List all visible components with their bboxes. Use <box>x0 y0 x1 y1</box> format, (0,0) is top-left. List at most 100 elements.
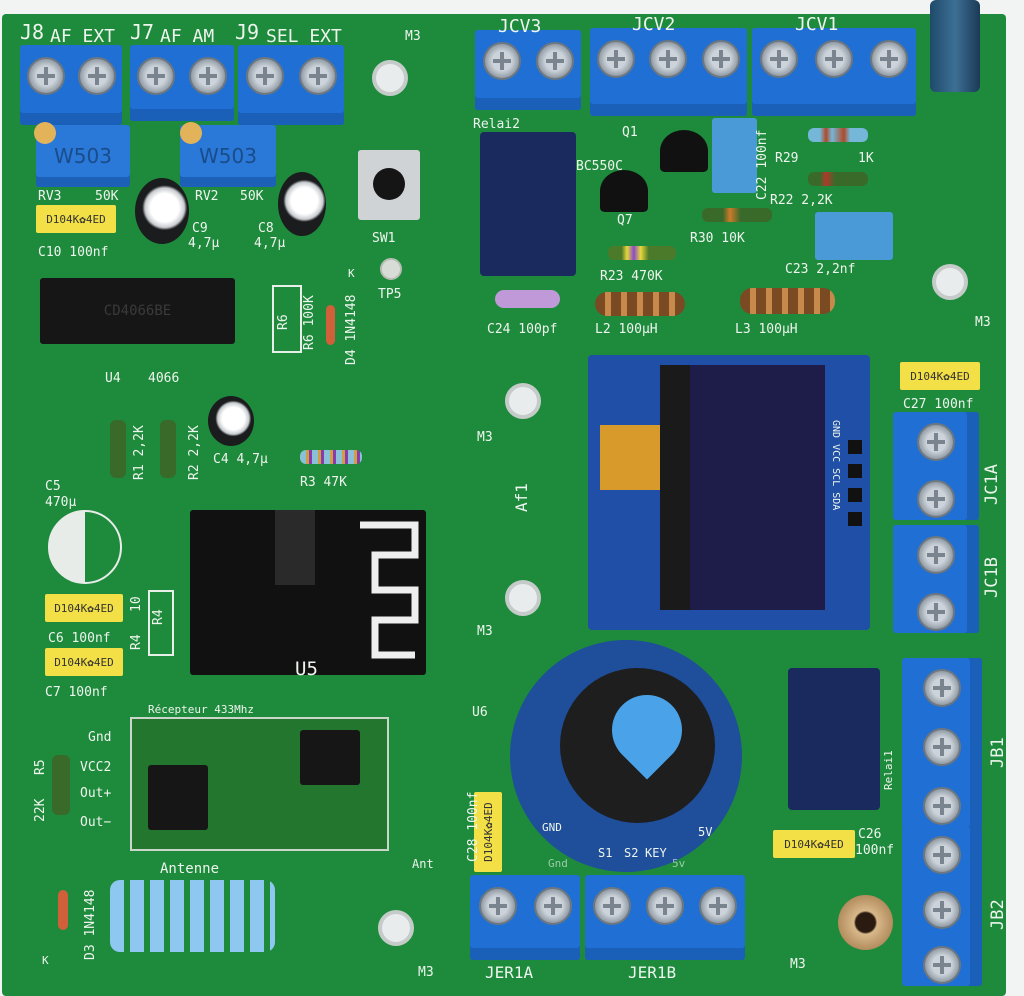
label-j7-name: AF AM <box>160 26 215 47</box>
label-u5: U5 <box>295 658 318 680</box>
label-c27: C27 100nf <box>903 397 974 412</box>
resistor-r1 <box>110 420 126 478</box>
label-jb1: JB1 <box>988 737 1008 768</box>
label-jcv3: JCV3 <box>498 16 542 37</box>
label-r4-box: R4 <box>151 609 166 625</box>
label-enc-key: KEY <box>645 846 667 860</box>
label-enc-5v: 5V <box>698 825 713 839</box>
label-c24: C24 100pf <box>487 322 558 337</box>
regulator <box>148 765 208 830</box>
terminal-block-j9 <box>238 45 344 125</box>
relay-relai1 <box>788 668 880 810</box>
pcb-antenna-trace <box>360 521 419 659</box>
mounting-hole <box>372 60 408 96</box>
label-u4: U4 <box>105 371 121 386</box>
label-out-plus: Out+ <box>80 786 112 801</box>
inductor-l3 <box>740 288 835 314</box>
label-j8-name: AF EXT <box>50 26 116 47</box>
label-oled-pins: GND VCC SCL SDA <box>830 420 841 511</box>
label-r23: R23 470K <box>600 269 663 284</box>
capacitor-c7: D104K✿4ED <box>45 648 123 676</box>
capacitor-c4 <box>208 396 254 446</box>
label-c8: C8 <box>258 221 274 236</box>
label-af1: Af1 <box>512 483 531 512</box>
mounting-hole <box>378 910 414 946</box>
resistor-r23 <box>608 246 676 260</box>
terminal-block-j7 <box>130 45 234 121</box>
label-c9-value: 4,7µ <box>188 236 220 251</box>
trimmer-mark: W503 <box>54 144 112 168</box>
label-j9: J9 <box>235 20 260 44</box>
transistor-q1 <box>660 130 708 172</box>
label-c6: C6 100nf <box>48 631 111 646</box>
label-c23: C23 2,2nf <box>785 262 856 277</box>
standoff-nut <box>838 895 893 950</box>
label-relai2: Relai2 <box>473 117 520 132</box>
label-c5-value: 470µ <box>45 495 77 510</box>
capacitor-c27: D104K✿4ED <box>900 362 980 390</box>
label-jc1a: JC1A <box>982 464 1002 505</box>
label-c7: C7 100nf <box>45 685 108 700</box>
label-r6: R6 100K <box>302 295 317 350</box>
terminal-block-jer1a <box>470 875 580 960</box>
diode-d3 <box>58 890 68 930</box>
label-c10: C10 100nf <box>38 245 109 260</box>
terminal-block-jcv3 <box>475 30 581 110</box>
label-m3: M3 <box>975 315 991 330</box>
push-button-sw1[interactable] <box>358 150 420 220</box>
capacitor-c24 <box>495 290 560 308</box>
label-antenna: Antenne <box>160 861 220 877</box>
receiver-ic <box>300 730 360 785</box>
relay-relai2 <box>480 132 576 276</box>
label-gnd: Gnd <box>88 730 112 745</box>
capacitor-c22 <box>712 118 757 193</box>
diode-d4 <box>326 305 335 345</box>
oled-pin-header <box>848 440 862 530</box>
label-r4-value: 10 <box>129 596 144 612</box>
label-gnd: Gnd <box>548 857 568 870</box>
label-relai1: Relai1 <box>882 750 895 790</box>
label-jer1b: JER1B <box>628 963 677 982</box>
label-tp5: TP5 <box>378 287 402 302</box>
label-d3: D3 1N4148 <box>83 889 98 960</box>
label-u6: U6 <box>472 705 488 720</box>
label-jb2: JB2 <box>988 899 1008 930</box>
oled-screen[interactable] <box>660 365 825 610</box>
label-sw1: SW1 <box>372 231 396 246</box>
capacitor-c9 <box>135 178 189 244</box>
resistor-r30 <box>702 208 772 222</box>
label-vcc2: VCC2 <box>80 760 112 775</box>
label-r22: R22 2,2K <box>770 193 833 208</box>
capacitor-c23 <box>815 212 893 260</box>
label-c22: C22 100nf <box>755 129 770 200</box>
trimmer-mark: W503 <box>199 144 257 168</box>
inductor-l2 <box>595 292 685 316</box>
label-bc550c: BC550C <box>576 159 623 174</box>
standoff <box>930 0 980 92</box>
label-r5: R5 <box>33 759 48 775</box>
capacitor-c8 <box>278 172 326 236</box>
terminal-block-j8 <box>20 45 122 125</box>
resistor-r4-footprint <box>148 590 174 656</box>
resistor-r29 <box>808 128 868 142</box>
label-enc-s1: S1 <box>598 846 613 860</box>
terminal-block-jb1 <box>902 658 982 828</box>
trimmer-screw <box>180 122 202 144</box>
terminal-block-jb2 <box>902 826 982 986</box>
label-enc-gnd: GND <box>542 821 562 834</box>
resistor-r22 <box>808 172 868 186</box>
test-point-tp5 <box>380 258 402 280</box>
label-jcv2: JCV2 <box>632 14 676 35</box>
ic-u4: CD4066BE <box>40 278 235 344</box>
resistor-r2 <box>160 420 176 478</box>
terminal-block-jcv2 <box>590 28 747 116</box>
label-rv2-value: 50K <box>240 189 264 204</box>
label-j8: J8 <box>20 20 45 44</box>
label-r29-value: 1K <box>858 151 874 166</box>
label-rv3-value: 50K <box>95 189 119 204</box>
label-r5-value: 22K <box>33 798 48 822</box>
label-r6-box: R6 <box>276 314 291 330</box>
label-l3: L3 100µH <box>735 322 798 337</box>
label-m3: M3 <box>790 957 806 972</box>
resistor-r6-footprint <box>272 285 302 353</box>
